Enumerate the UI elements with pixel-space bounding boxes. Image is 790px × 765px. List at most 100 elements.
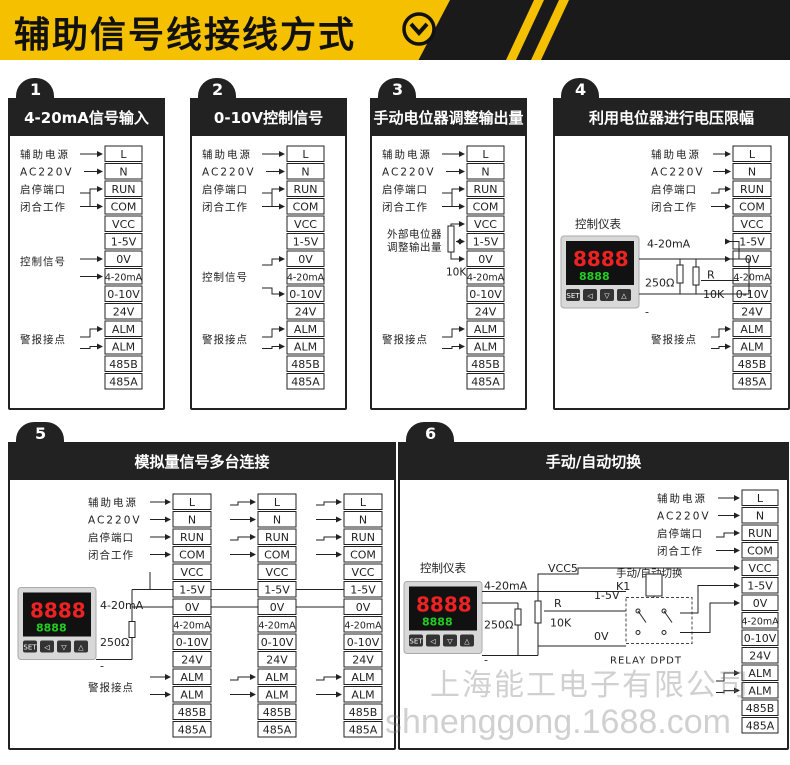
terminal-alm <box>466 338 505 355</box>
terminal-com <box>286 198 325 215</box>
terminal-label: ALM <box>265 671 288 684</box>
arrow-icon <box>734 512 740 519</box>
terminal-label: 0V <box>270 601 285 614</box>
terminal-24v <box>286 303 325 320</box>
terminal-com <box>343 546 383 563</box>
terminal-label: L <box>757 492 764 505</box>
terminal-vcc <box>286 215 325 232</box>
terminal-label: ALM <box>748 667 771 680</box>
arrow-icon <box>250 499 256 505</box>
panel-title: 模拟量信号多台连接 <box>10 444 394 480</box>
resistor <box>676 264 684 284</box>
terminal-label: 24V <box>295 305 317 318</box>
terminal-label: 485B <box>746 702 775 715</box>
terminal-0-10v <box>286 285 325 302</box>
terminal-4-20ma <box>732 268 772 285</box>
arrow-icon <box>725 238 731 245</box>
label-ac220: AC220V <box>382 167 436 179</box>
terminal-485a <box>257 721 297 738</box>
terminal-1-5v <box>286 233 325 250</box>
terminal-label: 0V <box>298 253 313 266</box>
terminal-label: COM <box>264 548 290 561</box>
label-alarm-contact: 警报接点 <box>88 681 134 694</box>
arrow-icon <box>336 674 342 680</box>
wire <box>230 676 250 681</box>
terminal-label: 24V <box>266 653 288 666</box>
terminal-485a <box>104 373 143 390</box>
terminal-0-10v <box>257 633 297 650</box>
terminal-label: N <box>756 509 764 522</box>
chevron-down-circle-icon <box>402 12 436 46</box>
label-start-stop: 启停端口 <box>202 183 248 196</box>
wire <box>80 346 97 349</box>
panel-number: 4 <box>575 80 587 99</box>
meter-button-label: SET <box>23 644 37 652</box>
terminal-485b <box>257 703 297 720</box>
arrow-icon <box>97 186 103 192</box>
panel-title: 4-20mA信号输入 <box>10 100 163 136</box>
terminal-485b <box>466 355 505 372</box>
label-250-ohm: 250Ω <box>100 636 129 649</box>
terminal-label: VCC <box>741 218 764 231</box>
arrow-icon <box>250 691 256 698</box>
terminal-0v <box>104 250 143 267</box>
wire <box>639 258 750 295</box>
arrow-icon <box>336 551 342 558</box>
meter-button <box>40 640 54 653</box>
terminal-label: ALM <box>265 688 288 701</box>
terminal-n <box>286 163 325 180</box>
terminal-label: N <box>119 165 127 178</box>
label-close-work: 闭合工作 <box>20 201 66 214</box>
terminal-label: COM <box>473 200 499 213</box>
wire <box>316 676 336 681</box>
terminal-label: RUN <box>748 527 772 540</box>
arrow-icon <box>734 547 740 554</box>
terminal-label: VCC <box>112 218 135 231</box>
resistor <box>128 621 136 638</box>
terminal-485a <box>741 717 779 734</box>
terminal-label: 1-5V <box>747 579 773 592</box>
wire <box>639 241 740 260</box>
terminal-label: RUN <box>294 183 318 196</box>
page-title: 辅助信号线接线方式 <box>14 15 357 56</box>
panel-number: 1 <box>30 80 42 99</box>
terminal-label: 1-5V <box>473 235 499 248</box>
terminal-vcc <box>466 215 505 232</box>
label-minus: - <box>645 306 649 319</box>
terminal-485b <box>104 355 143 372</box>
terminal-label: RUN <box>351 531 375 544</box>
terminal-label: L <box>274 496 281 509</box>
terminal-label: 4-20mA <box>173 620 211 631</box>
terminal-n <box>466 163 505 180</box>
arrow-icon <box>97 256 103 262</box>
wire <box>442 346 459 349</box>
arrow-icon <box>725 326 731 332</box>
arrow-icon <box>97 343 103 350</box>
terminal-com <box>466 198 505 215</box>
arrow-icon <box>279 343 285 350</box>
terminal-com <box>172 546 212 563</box>
panel-number: 6 <box>425 424 437 443</box>
terminal-label: 24V <box>749 649 771 662</box>
terminal-0-10v <box>741 629 779 646</box>
label-control-signal: 控制信号 <box>20 255 66 268</box>
terminal-vcc <box>104 215 143 232</box>
terminal-label: VCC <box>749 562 772 575</box>
wire <box>230 501 250 506</box>
wire <box>450 223 459 226</box>
terminal-label: 485B <box>471 358 500 371</box>
wire <box>450 252 459 260</box>
arrow-icon <box>165 674 171 680</box>
terminal-n <box>741 507 779 524</box>
terminal-label: N <box>359 513 367 526</box>
terminal-label: ALM <box>474 323 497 336</box>
terminal-label: N <box>481 165 489 178</box>
meter-button-label: SET <box>566 292 580 300</box>
panel-number: 5 <box>35 424 47 443</box>
terminal-label: ALM <box>112 323 135 336</box>
terminal-label: 24V <box>352 653 374 666</box>
terminal-l <box>257 493 297 510</box>
terminal-label: RUN <box>112 183 136 196</box>
meter-button-label: ▽ <box>61 644 67 652</box>
